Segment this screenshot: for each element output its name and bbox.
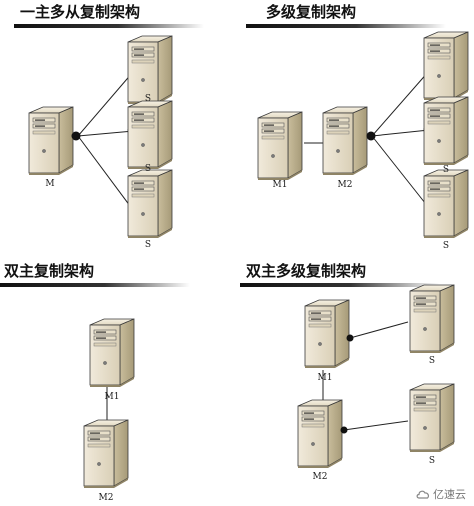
cloud-logo-icon (416, 490, 429, 499)
node-label-m1: M1 (272, 180, 288, 190)
node-label-s3: S (442, 241, 450, 251)
title-dual-master: 双主复制架构 (4, 262, 95, 280)
edge-m-s4 (77, 135, 134, 211)
edge-m2-s3 (371, 135, 430, 209)
server-m2 (83, 419, 129, 489)
node-label-m: M (45, 179, 55, 189)
node-label-m2: M2 (98, 493, 114, 503)
edge-m-s2 (77, 129, 134, 137)
server-s1 (409, 284, 455, 354)
junction-dot (346, 334, 354, 342)
server-s1 (423, 31, 469, 101)
node-label-m2: M2 (337, 180, 353, 190)
edge-m2-s1 (371, 70, 430, 137)
title-dual-master-multi-level: 双主多级复制架构 (246, 262, 367, 280)
server-m2 (322, 106, 368, 176)
server-m1 (257, 111, 303, 181)
server-s2 (423, 96, 469, 166)
title-underline-2 (246, 24, 446, 28)
node-label-m2: M2 (312, 472, 328, 482)
edge-m2-s2 (371, 128, 430, 137)
server-s2 (409, 383, 455, 453)
server-m1 (304, 299, 350, 369)
junction-dot (366, 131, 376, 141)
server-s2 (127, 100, 173, 170)
title-underline-3 (0, 283, 190, 287)
edge-m1-s1 (349, 321, 409, 339)
server-s3 (423, 169, 469, 239)
server-m2 (297, 399, 343, 469)
node-label-s3: S (144, 240, 152, 250)
junction-dot (71, 131, 81, 141)
node-label-s2: S (144, 164, 152, 174)
node-label-s2: S (442, 165, 450, 175)
node-label-s-hidden: S (144, 94, 152, 104)
title-underline-4 (240, 283, 440, 287)
node-label-m1: M1 (104, 392, 120, 402)
title-one-master-multi-slave: 一主多从复制架构 (20, 3, 141, 21)
watermark: 亿速云 (416, 486, 466, 502)
edge-m-s1 (77, 71, 134, 137)
section-dual-master-multi-level (297, 284, 455, 469)
title-underline-1 (14, 24, 204, 28)
node-label-s1: S (428, 356, 436, 366)
node-label-s2: S (428, 456, 436, 466)
watermark-text: 亿速云 (433, 488, 466, 501)
junction-dot (340, 426, 348, 434)
server-m1 (89, 318, 135, 388)
section-one-master-multi-slave (28, 35, 173, 239)
server-s3 (127, 169, 173, 239)
title-multi-level: 多级复制架构 (266, 3, 357, 21)
section-dual-master (83, 318, 135, 489)
edge-m2-s2 (343, 420, 409, 431)
node-label-m1: M1 (317, 373, 333, 383)
server-m (28, 106, 74, 176)
section-multi-level (257, 31, 469, 239)
